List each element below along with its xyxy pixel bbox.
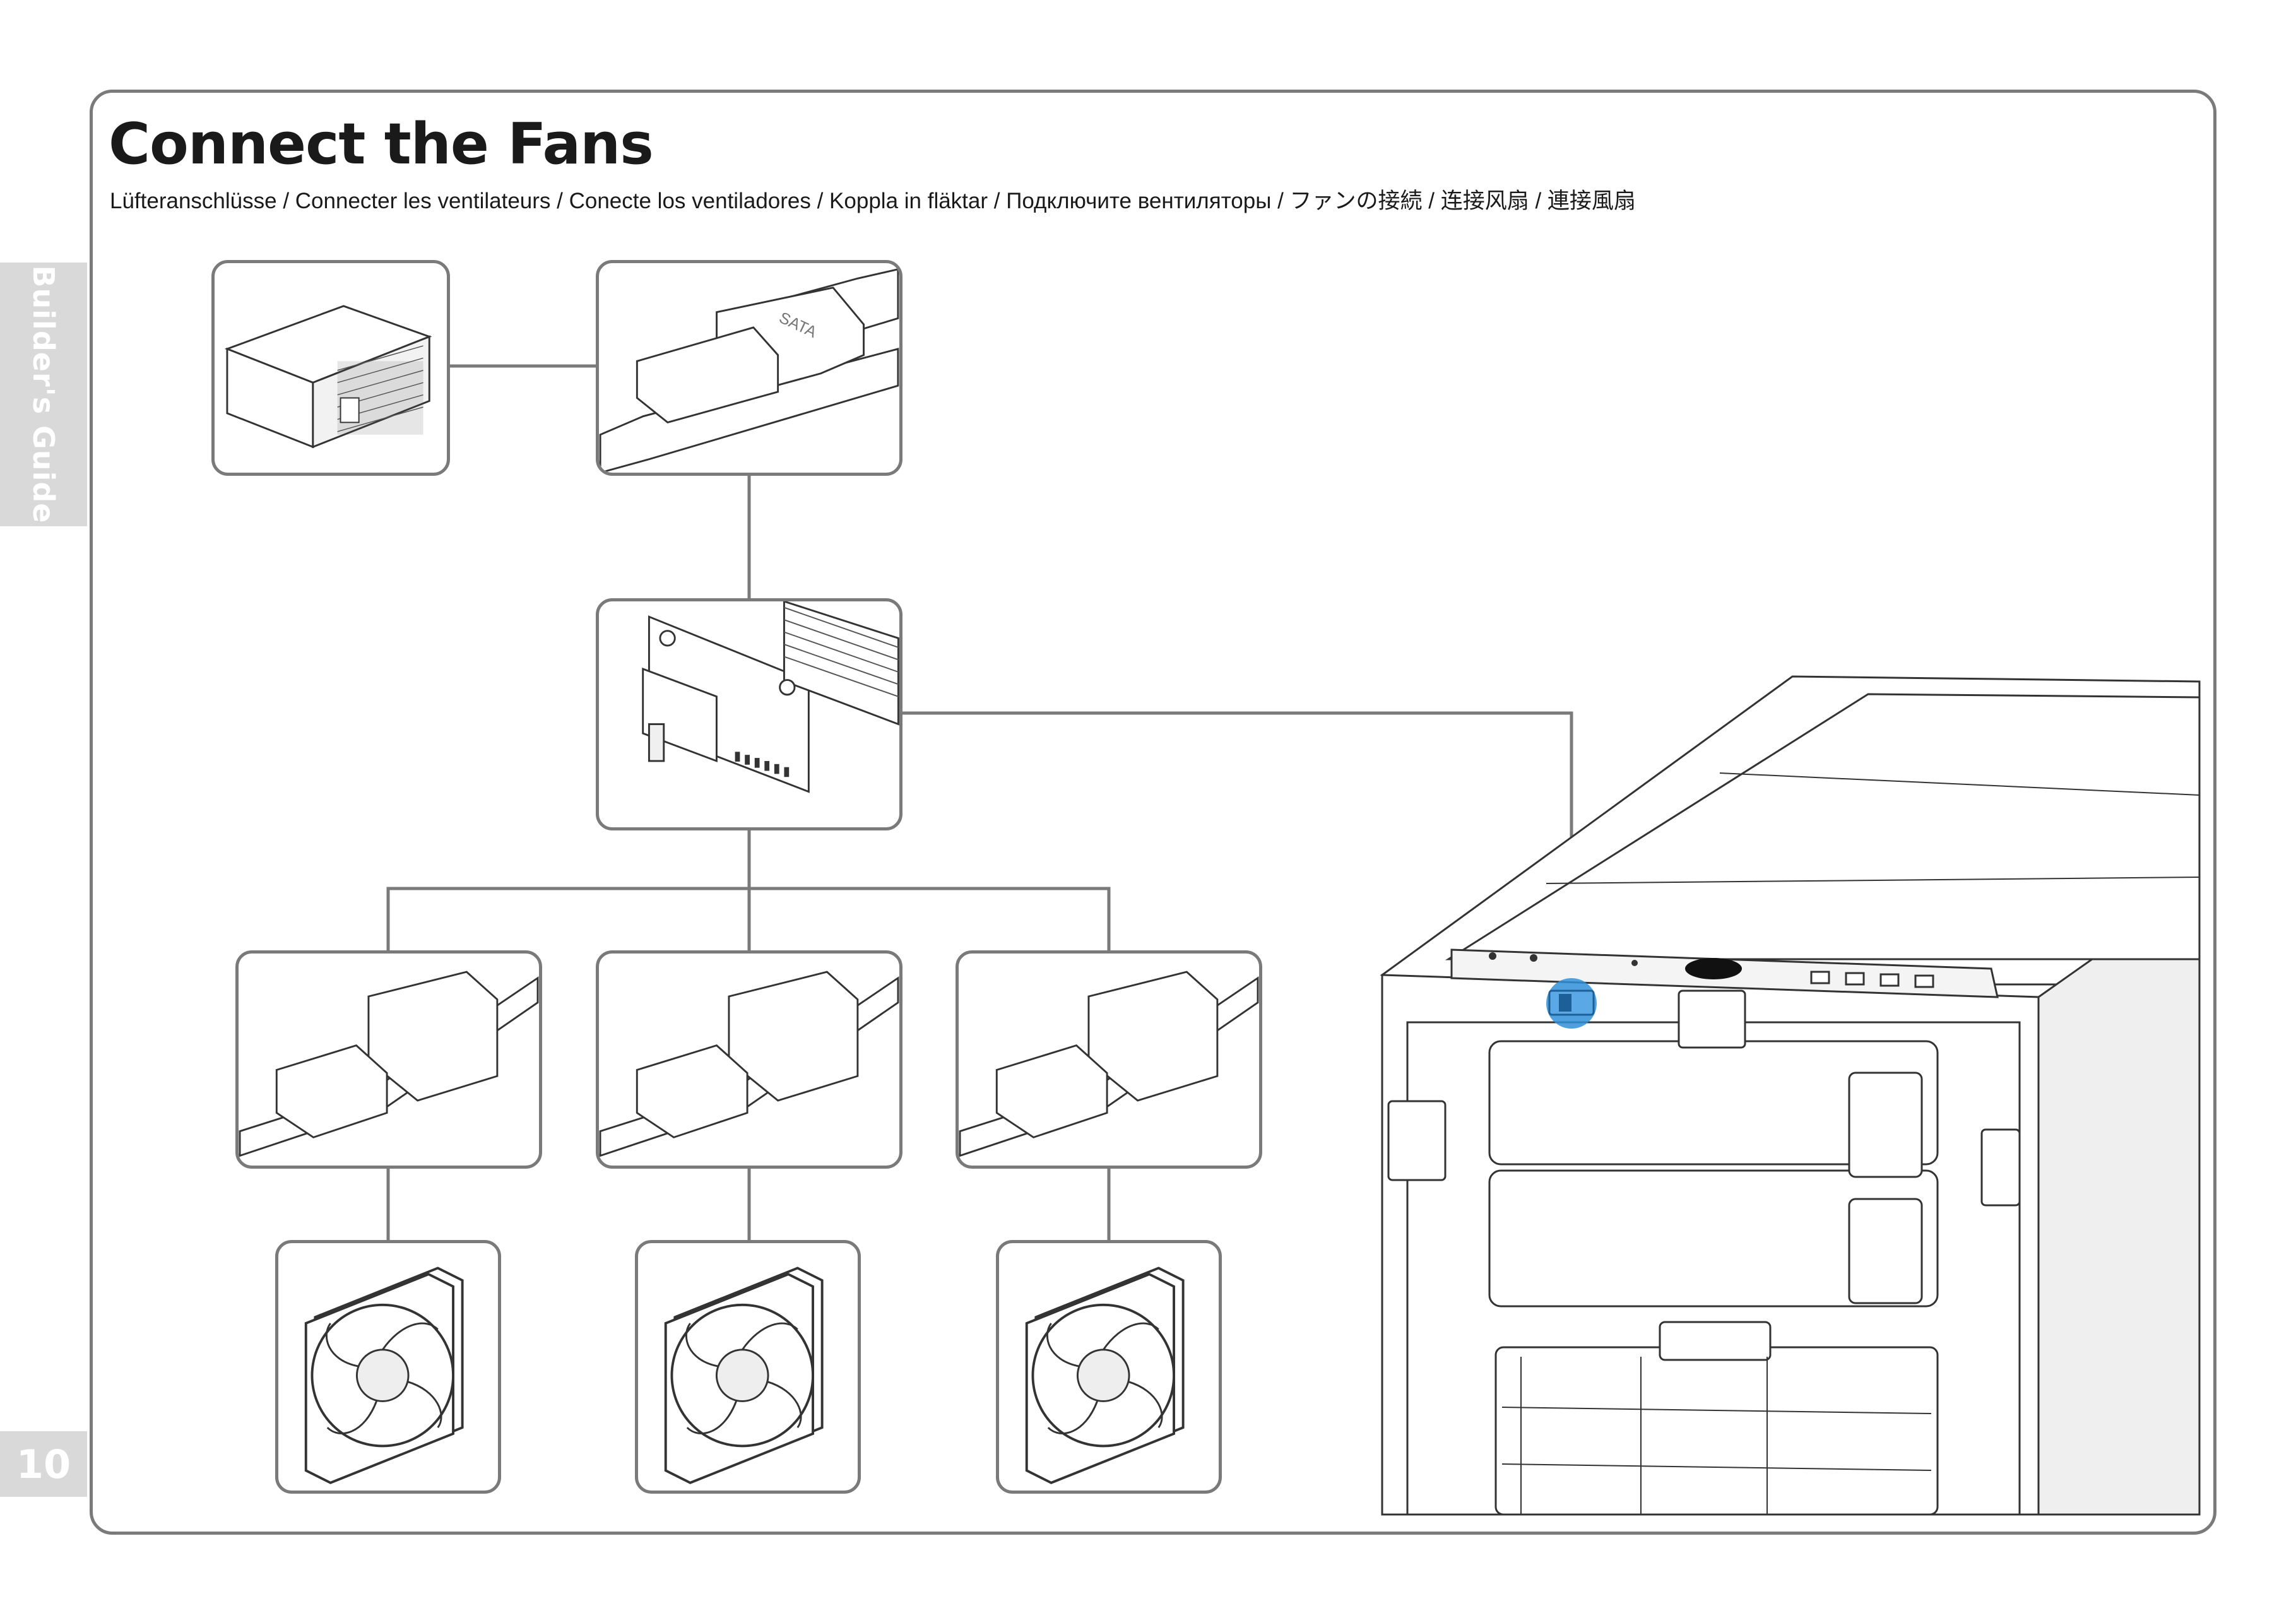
fan-connector-icon	[596, 950, 902, 1169]
fan-hub-icon	[596, 598, 902, 830]
sata-connector-icon: SATA	[596, 260, 902, 476]
page-frame	[90, 90, 2216, 1535]
fan-connector-icon	[235, 950, 542, 1169]
case-fan-icon	[996, 1240, 1222, 1494]
page-subtitle: Lüfteranschlüsse / Connecter les ventila…	[110, 189, 1636, 213]
page-number: 10	[0, 1431, 87, 1497]
page-title: Connect the Fans	[109, 111, 654, 177]
side-tab: Builder's Guide	[0, 263, 87, 526]
fan-connector-icon	[956, 950, 1262, 1169]
power-supply-icon	[211, 260, 450, 476]
case-fan-icon	[275, 1240, 501, 1494]
case-fan-icon	[635, 1240, 861, 1494]
